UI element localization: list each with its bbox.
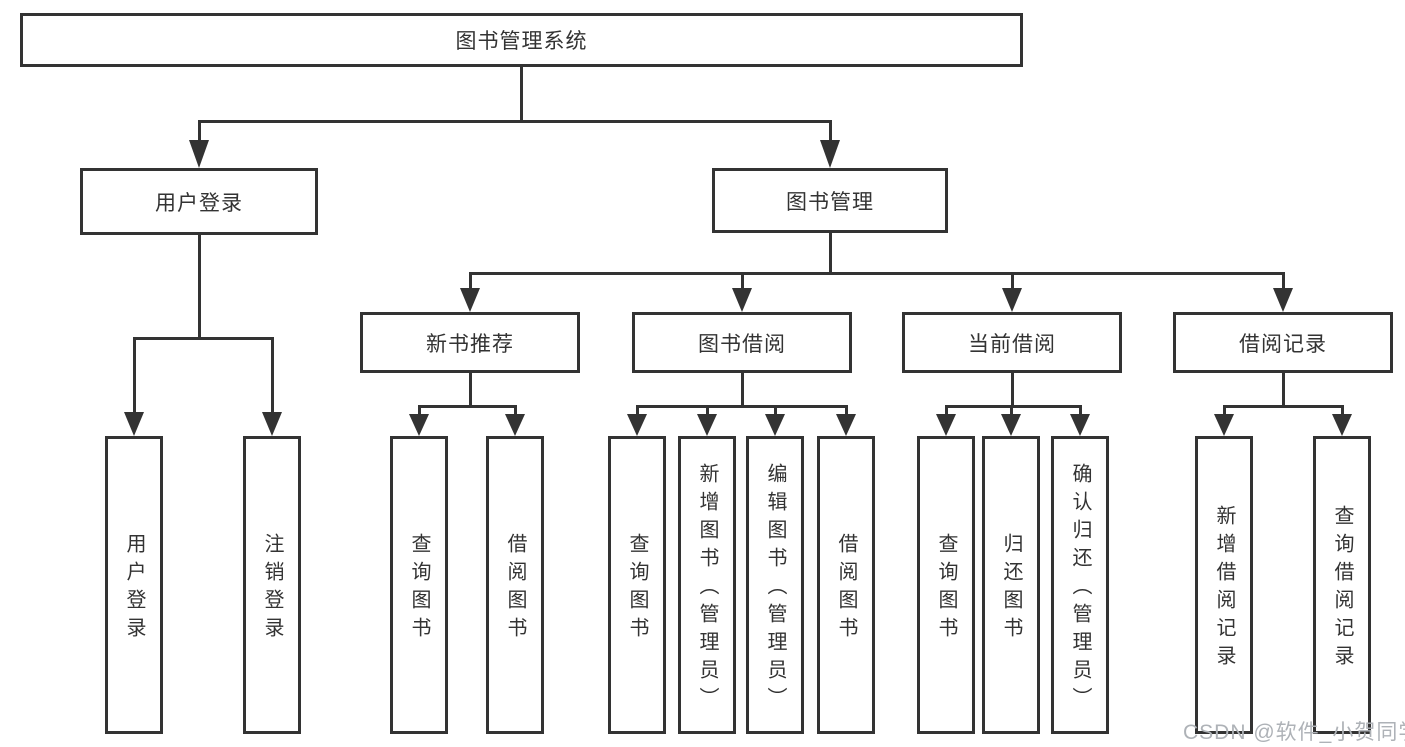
connector-line bbox=[706, 405, 709, 416]
connector-line bbox=[1223, 405, 1226, 416]
connector-line bbox=[1282, 373, 1285, 408]
arrow-down-icon bbox=[262, 412, 282, 436]
leaf-label: 确认归还（管理员） bbox=[1069, 463, 1091, 715]
leaf-borrow-add-books-admin: 新增图书（管理员） bbox=[678, 436, 736, 734]
connector-line bbox=[636, 405, 639, 416]
connector-line bbox=[945, 405, 948, 416]
leaf-logout: 注销登录 bbox=[243, 436, 301, 734]
connector-line bbox=[520, 67, 523, 123]
arrow-down-icon bbox=[1214, 414, 1234, 436]
arrow-down-icon bbox=[697, 414, 717, 436]
leaf-label: 用户登录 bbox=[123, 533, 145, 645]
connector-line bbox=[1010, 405, 1013, 416]
arrow-down-icon bbox=[836, 414, 856, 436]
arrow-down-icon bbox=[409, 414, 429, 436]
arrow-down-icon bbox=[1001, 414, 1021, 436]
node-label: 新书推荐 bbox=[426, 332, 514, 356]
arrow-down-icon bbox=[936, 414, 956, 436]
node-label: 当前借阅 bbox=[968, 332, 1056, 356]
connector-line bbox=[198, 235, 201, 340]
connector-line bbox=[271, 337, 274, 414]
arrow-down-icon bbox=[820, 140, 840, 168]
connector-line bbox=[133, 337, 136, 414]
leaf-current-return-books: 归还图书 bbox=[982, 436, 1040, 734]
leaf-label: 新增图书（管理员） bbox=[696, 463, 718, 715]
arrow-down-icon bbox=[1273, 288, 1293, 312]
node-new-book-recommendation: 新书推荐 bbox=[360, 312, 580, 373]
leaf-borrow-borrow-books: 借阅图书 bbox=[817, 436, 875, 734]
node-label: 借阅记录 bbox=[1239, 332, 1327, 356]
connector-line bbox=[1282, 272, 1285, 290]
leaf-records-add-record: 新增借阅记录 bbox=[1195, 436, 1253, 734]
leaf-label: 查询图书 bbox=[408, 533, 430, 645]
node-user-login: 用户登录 bbox=[80, 168, 318, 235]
leaf-label: 借阅图书 bbox=[835, 533, 857, 645]
node-label: 图书管理系统 bbox=[455, 30, 588, 53]
connector-line bbox=[469, 272, 472, 290]
leaf-label: 查询图书 bbox=[935, 533, 957, 645]
arrow-down-icon bbox=[124, 412, 144, 436]
connector-line bbox=[829, 120, 832, 142]
connector-line bbox=[1079, 405, 1082, 416]
arrow-down-icon bbox=[189, 140, 209, 168]
connector-line bbox=[1011, 272, 1014, 290]
node-label: 用户登录 bbox=[155, 191, 243, 215]
leaf-records-query-record: 查询借阅记录 bbox=[1313, 436, 1371, 734]
connector-line bbox=[741, 373, 744, 408]
connector-line bbox=[636, 405, 848, 408]
connector-line bbox=[198, 120, 832, 123]
connector-line bbox=[133, 337, 274, 340]
connector-line bbox=[469, 272, 1285, 275]
leaf-current-confirm-return-admin: 确认归还（管理员） bbox=[1051, 436, 1109, 734]
arrow-down-icon bbox=[732, 288, 752, 312]
connector-line bbox=[1011, 373, 1014, 408]
connector-line bbox=[774, 405, 777, 416]
arrow-down-icon bbox=[460, 288, 480, 312]
leaf-label: 借阅图书 bbox=[504, 533, 526, 645]
node-current-borrowing: 当前借阅 bbox=[902, 312, 1122, 373]
connector-line bbox=[1223, 405, 1344, 408]
node-library-management-system: 图书管理系统 bbox=[20, 13, 1023, 67]
leaf-borrow-edit-books-admin: 编辑图书（管理员） bbox=[746, 436, 804, 734]
node-borrowing-records: 借阅记录 bbox=[1173, 312, 1393, 373]
arrow-down-icon bbox=[765, 414, 785, 436]
connector-line bbox=[198, 120, 201, 142]
connector-line bbox=[514, 405, 517, 416]
arrow-down-icon bbox=[1070, 414, 1090, 436]
node-book-management: 图书管理 bbox=[712, 168, 948, 233]
leaf-label: 归还图书 bbox=[1000, 533, 1022, 645]
csdn-watermark: CSDN @软件_小贺同学 bbox=[1183, 721, 1405, 744]
node-label: 图书借阅 bbox=[698, 332, 786, 356]
node-book-borrowing: 图书借阅 bbox=[632, 312, 852, 373]
leaf-label: 新增借阅记录 bbox=[1213, 505, 1235, 673]
leaf-label: 查询借阅记录 bbox=[1331, 505, 1353, 673]
connector-line bbox=[945, 405, 1082, 408]
leaf-newbook-borrow-books: 借阅图书 bbox=[486, 436, 544, 734]
leaf-current-query-books: 查询图书 bbox=[917, 436, 975, 734]
leaf-label: 查询图书 bbox=[626, 533, 648, 645]
connector-line bbox=[829, 233, 832, 275]
connector-line bbox=[741, 272, 744, 290]
leaf-user-login: 用户登录 bbox=[105, 436, 163, 734]
leaf-label: 注销登录 bbox=[261, 533, 283, 645]
connector-line bbox=[845, 405, 848, 416]
arrow-down-icon bbox=[627, 414, 647, 436]
connector-line bbox=[418, 405, 517, 408]
connector-line bbox=[1341, 405, 1344, 416]
leaf-label: 编辑图书（管理员） bbox=[764, 463, 786, 715]
connector-line bbox=[469, 373, 472, 408]
arrow-down-icon bbox=[505, 414, 525, 436]
arrow-down-icon bbox=[1332, 414, 1352, 436]
leaf-newbook-query-books: 查询图书 bbox=[390, 436, 448, 734]
node-label: 图书管理 bbox=[786, 190, 874, 214]
connector-line bbox=[418, 405, 421, 416]
arrow-down-icon bbox=[1002, 288, 1022, 312]
leaf-borrow-query-books: 查询图书 bbox=[608, 436, 666, 734]
